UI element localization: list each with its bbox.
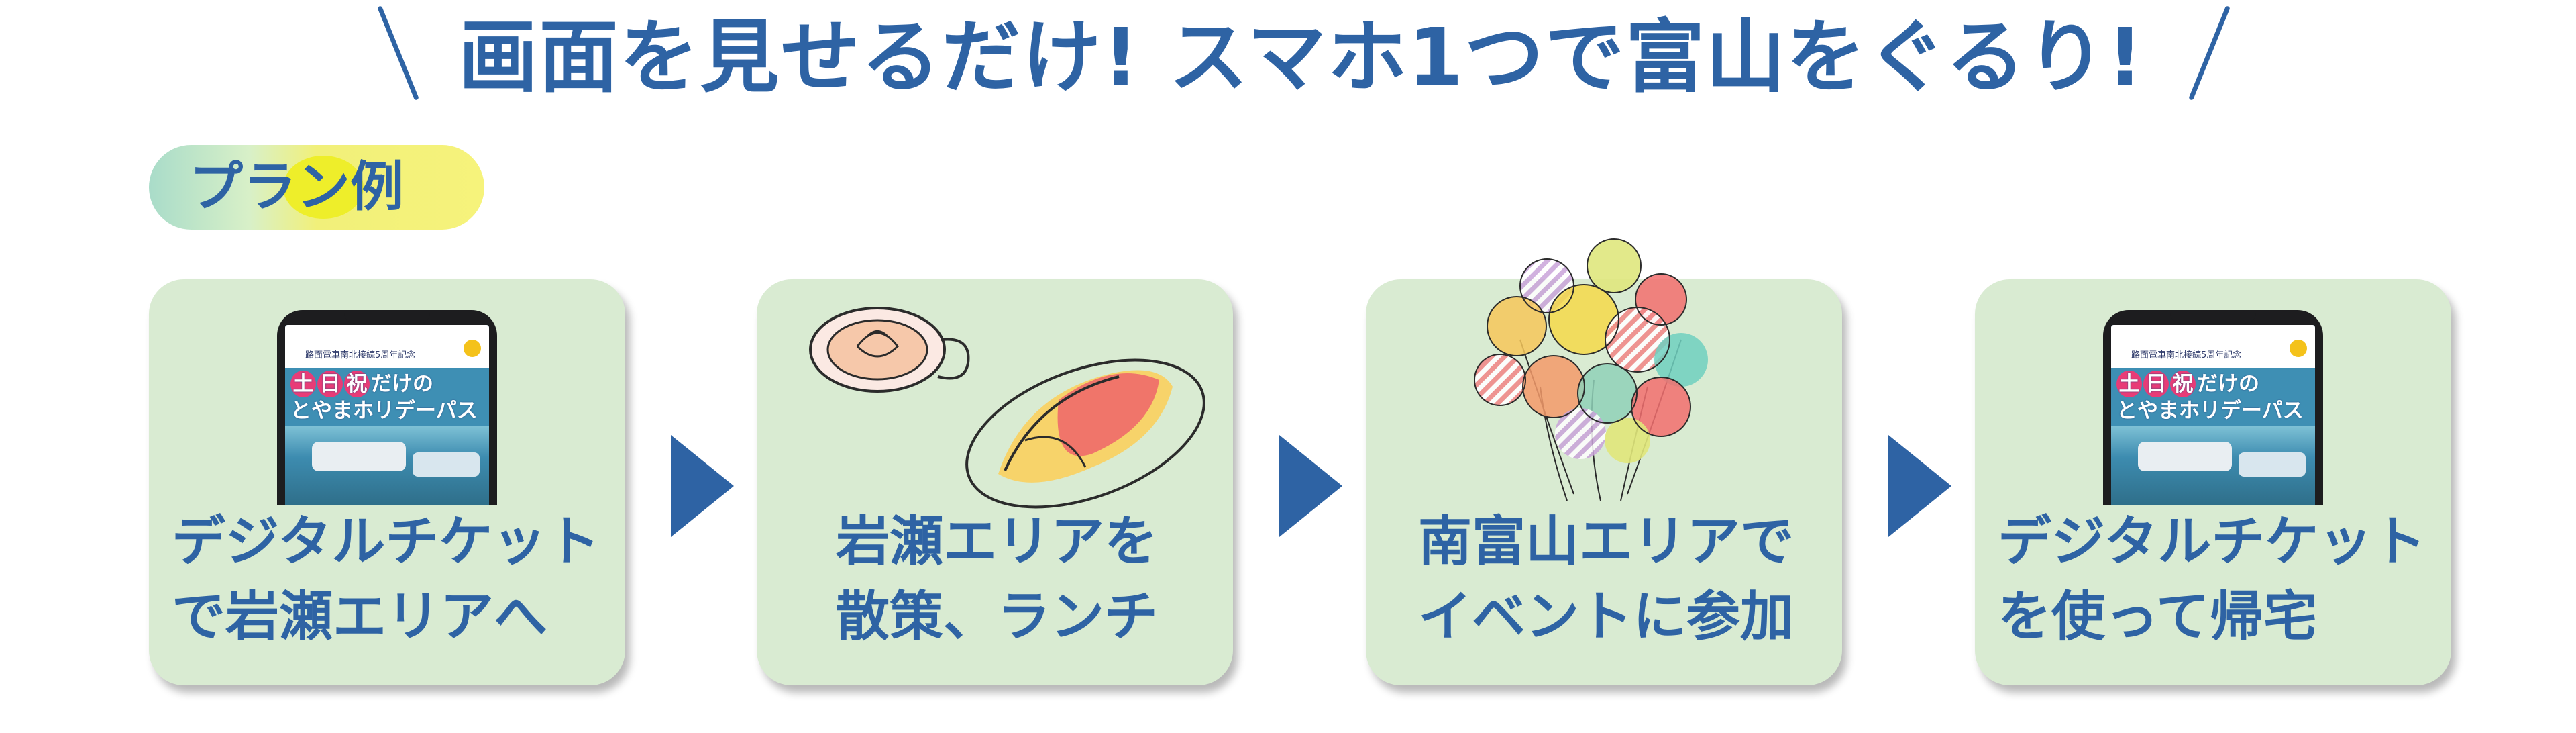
arrow-right-icon: [671, 435, 734, 537]
tram-shape: [312, 442, 406, 471]
plan-badge-highlight: [283, 156, 364, 219]
badge-shuku: 祝: [2170, 371, 2196, 397]
title-rest: だけの: [371, 372, 433, 396]
step-2-text: 岩瀬エリアを 散策、ランチ: [775, 504, 1218, 654]
step-card-1: 路面電車南北接続5周年記念 土日祝だけの とやまホリデーパス デジタルチケット …: [149, 279, 625, 685]
phone-screen-title: 土日祝だけの とやまホリデーパス: [290, 371, 485, 424]
step-4-line2: を使って帰宅: [1998, 585, 2317, 648]
phone-notch: [2170, 310, 2256, 324]
title-line2: とやまホリデーパス: [2116, 399, 2304, 423]
step-1-line1: デジタルチケット: [172, 510, 600, 573]
phone-screen-header: 路面電車南北接続5周年記念: [2111, 325, 2315, 368]
headline-slash-right: [2188, 5, 2231, 101]
tram-shape: [2138, 442, 2232, 471]
emblem-icon: [2290, 340, 2307, 357]
plan-example-label: プラン例: [189, 156, 404, 218]
step-1-line2: で岩瀬エリアへ: [172, 585, 547, 648]
badge-do: 土: [290, 371, 316, 397]
phone-screen: 路面電車南北接続5周年記念 土日祝だけの とやまホリデーパス: [285, 325, 489, 505]
step-3-line2: イベントに参加: [1418, 585, 1794, 648]
phone-screen-caption: 路面電車南北接続5周年記念: [2131, 350, 2242, 360]
step-4-line1: デジタルチケット: [1998, 510, 2426, 573]
step-3-text: 南富山エリアで イベントに参加: [1385, 504, 1827, 654]
phone-screen-title: 土日祝だけの とやまホリデーパス: [2116, 371, 2311, 424]
step-card-4: 路面電車南北接続5周年記念 土日祝だけの とやまホリデーパス デジタルチケット …: [1975, 279, 2451, 685]
headline-banner: 画面を見せるだけ! スマホ1つで富山をぐるり!: [0, 0, 2576, 114]
badge-do: 土: [2116, 371, 2142, 397]
tram-shape-2: [2239, 452, 2306, 477]
badge-shuku: 祝: [344, 371, 370, 397]
step-3-line1: 南富山エリアで: [1418, 510, 1794, 573]
step-card-2: 岩瀬エリアを 散策、ランチ: [757, 279, 1233, 685]
step-2-line2: 散策、ランチ: [836, 585, 1158, 648]
badge-nichi: 日: [2143, 371, 2169, 397]
badge-nichi: 日: [317, 371, 343, 397]
balloons-icon: [1474, 238, 1708, 501]
title-rest: だけの: [2197, 372, 2259, 396]
coffee-and-omelette-icon: [809, 307, 1205, 509]
headline-slash-left: [377, 5, 419, 101]
tram-shape-2: [413, 452, 480, 477]
arrow-right-icon: [1279, 435, 1342, 537]
title-line2: とやまホリデーパス: [290, 399, 478, 423]
plan-example-badge: プラン例: [149, 145, 484, 230]
phone-screen: 路面電車南北接続5周年記念 土日祝だけの とやまホリデーパス: [2111, 325, 2315, 505]
step-1-text: デジタルチケット で岩瀬エリアへ: [172, 504, 614, 654]
smartphone-ticket-icon: 路面電車南北接続5周年記念 土日祝だけの とやまホリデーパス: [277, 310, 497, 505]
smartphone-ticket-icon: 路面電車南北接続5周年記念 土日祝だけの とやまホリデーパス: [2103, 310, 2323, 505]
step-card-3: 南富山エリアで イベントに参加: [1366, 238, 1842, 685]
step-4-text: デジタルチケット を使って帰宅: [1998, 504, 2440, 654]
emblem-icon: [464, 340, 481, 357]
phone-notch: [344, 310, 430, 324]
phone-screen-caption: 路面電車南北接続5周年記念: [305, 350, 416, 360]
step-2-line1: 岩瀬エリアを: [836, 510, 1158, 573]
phone-screen-header: 路面電車南北接続5周年記念: [285, 325, 489, 368]
headline-title: 画面を見せるだけ! スマホ1つで富山をぐるり!: [458, 11, 2145, 103]
arrow-right-icon: [1888, 435, 1951, 537]
